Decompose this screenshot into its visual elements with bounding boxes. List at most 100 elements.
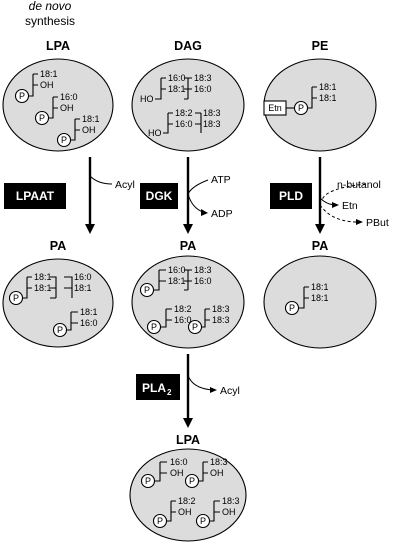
chain-label: 18:3: [212, 304, 230, 314]
chain-label: 16:0: [170, 457, 188, 467]
adp-label: ADP: [211, 208, 233, 220]
chain-label: 18:2: [178, 496, 196, 506]
lpa-heading: LPA: [46, 39, 70, 53]
lpa2-molecule-1: P 16:0 OH: [140, 457, 188, 489]
pa-heading-2: PA: [180, 239, 196, 253]
chain-label: 18:3: [194, 265, 212, 275]
lpa-heading-bottom: LPA: [176, 433, 200, 447]
pa2-molecule-2: 18:3 16:0: [184, 265, 212, 291]
chain-label: 18:1: [34, 272, 52, 282]
chain-label: 16:0: [74, 272, 92, 282]
dgk-reaction: ATP ADP DGK: [140, 157, 233, 234]
dgk-enzyme-box: [140, 183, 178, 209]
pla2-enzyme-label: PLA: [142, 381, 166, 395]
phosphate-head: P: [157, 516, 163, 526]
lpa2-molecule-2: P 18:3 OH: [184, 457, 228, 489]
acyl-label-2: Acyl: [220, 385, 240, 397]
lpa-molecule-3: P 18:1 OH: [56, 114, 100, 148]
phosphate-head: P: [13, 293, 19, 303]
chain-label: 16:0: [175, 119, 193, 129]
chain-label: 18:1: [34, 283, 52, 293]
pa-cell-2: P 16:0 18:1 18:3 16:0 P 18:2 16:0 P 18:3…: [131, 255, 245, 349]
pa1-molecule-1: P 18:1 18:1: [8, 272, 57, 306]
chain-label: 18:3: [194, 73, 212, 83]
chain-label: OH: [210, 468, 224, 478]
lpaat-enzyme-label: LPAAT: [16, 189, 55, 203]
chain-label: OH: [60, 103, 74, 113]
phosphate-head: P: [61, 135, 67, 145]
lpa-molecule-1: P 18:1 OH: [14, 69, 58, 104]
phosphate-head: P: [192, 322, 198, 332]
pa2-molecule-3: P 18:2 16:0: [146, 304, 192, 335]
chain-label: 16:0: [194, 84, 212, 94]
lpa-cell: P 18:1 OH P 16:0 OH P 18:1 OH: [2, 58, 114, 152]
dag-molecule-4: 18:3 18:3: [195, 108, 221, 133]
pbut-label: PBut: [366, 217, 389, 229]
chain-label: 16:0: [168, 265, 186, 275]
pld-enzyme-label: PLD: [279, 189, 303, 203]
dag-heading: DAG: [174, 39, 202, 53]
chain-label: 18:1: [311, 293, 329, 303]
chain-label: OH: [222, 507, 236, 517]
phosphate-head: P: [144, 285, 150, 295]
pla2-reaction: Acyl PLA 2: [136, 354, 240, 428]
chain-label: 18:1: [319, 93, 337, 103]
chain-label: 16:0: [174, 315, 192, 325]
phosphate-head: P: [57, 325, 63, 335]
pla2-subscript: 2: [167, 388, 172, 397]
chain-label: OH: [178, 507, 192, 517]
pa-heading-1: PA: [50, 239, 66, 253]
chain-label: 18:1: [319, 82, 337, 92]
pe-heading: PE: [312, 39, 329, 53]
pa-cell-3: P 18:1 18:1: [263, 255, 377, 349]
chain-label: 18:3: [212, 315, 230, 325]
chain-label: 18:1: [311, 282, 329, 292]
dag-molecule-1: HO 16:0 18:1: [140, 73, 188, 104]
lpa-cell-bottom: P 16:0 OH P 18:3 OH P 18:2 OH P 18:3 OH: [129, 448, 247, 542]
chain-label: 18:1: [80, 307, 98, 317]
phosphate-head: P: [151, 322, 157, 332]
chain-label: 18:3: [203, 119, 221, 129]
de-novo-label: de novo: [29, 0, 72, 13]
chain-label: 18:1: [168, 84, 186, 94]
chain-label: 16:0: [194, 276, 212, 286]
hydroxyl-label: HO: [148, 128, 162, 138]
ethanolamine-label: Etn: [268, 103, 282, 113]
pa-cell-1: P 18:1 18:1 16:0 18:1 P 18:1 16:0: [2, 258, 114, 348]
phosphate-head: P: [189, 476, 195, 486]
lpaat-enzyme-box: [4, 183, 66, 209]
dgk-enzyme-label: DGK: [146, 189, 173, 203]
chain-label: OH: [82, 125, 96, 135]
acyl-label: Acyl: [115, 179, 135, 191]
chain-label: 18:2: [175, 108, 193, 118]
phosphate-head: P: [145, 476, 151, 486]
pa2-molecule-4: P 18:3 18:3: [187, 304, 230, 335]
dag-molecule-2: 18:3 16:0: [184, 73, 212, 100]
pe-cell: Etn P 18:1 18:1: [263, 58, 377, 152]
chain-label: 18:1: [74, 283, 92, 293]
phosphate-head: P: [39, 113, 45, 123]
dag-cell: HO 16:0 18:1 18:3 16:0 HO 18:2 16:0 18:3…: [131, 58, 245, 152]
chain-label: 16:0: [168, 73, 186, 83]
chain-label: 18:1: [40, 69, 58, 79]
pa1-molecule-3: P 18:1 16:0: [52, 307, 98, 338]
chain-label: OH: [40, 80, 54, 90]
synthesis-label: synthesis: [25, 14, 75, 28]
pa1-molecule-2: 16:0 18:1: [50, 272, 92, 299]
lpa2-molecule-3: P 18:2 OH: [152, 496, 196, 529]
phosphate-head: P: [19, 91, 25, 101]
chain-label: 18:1: [168, 276, 186, 286]
atp-label: ATP: [211, 174, 231, 186]
phosphate-head: P: [200, 516, 206, 526]
lpa-molecule-2: P 16:0 OH: [34, 92, 78, 126]
pla2-enzyme-box: [136, 374, 180, 400]
pa-heading-3: PA: [312, 239, 328, 253]
etn-label: Etn: [342, 200, 358, 212]
chain-label: 18:2: [174, 304, 192, 314]
lpaat-reaction: Acyl LPAAT: [4, 157, 135, 234]
pld-enzyme-box: [270, 183, 312, 209]
chain-label: 18:3: [222, 496, 240, 506]
lpa2-molecule-4: P 18:3 OH: [195, 496, 240, 529]
dag-molecule-3: HO 18:2 16:0: [148, 108, 193, 138]
hydroxyl-label: HO: [140, 94, 154, 104]
